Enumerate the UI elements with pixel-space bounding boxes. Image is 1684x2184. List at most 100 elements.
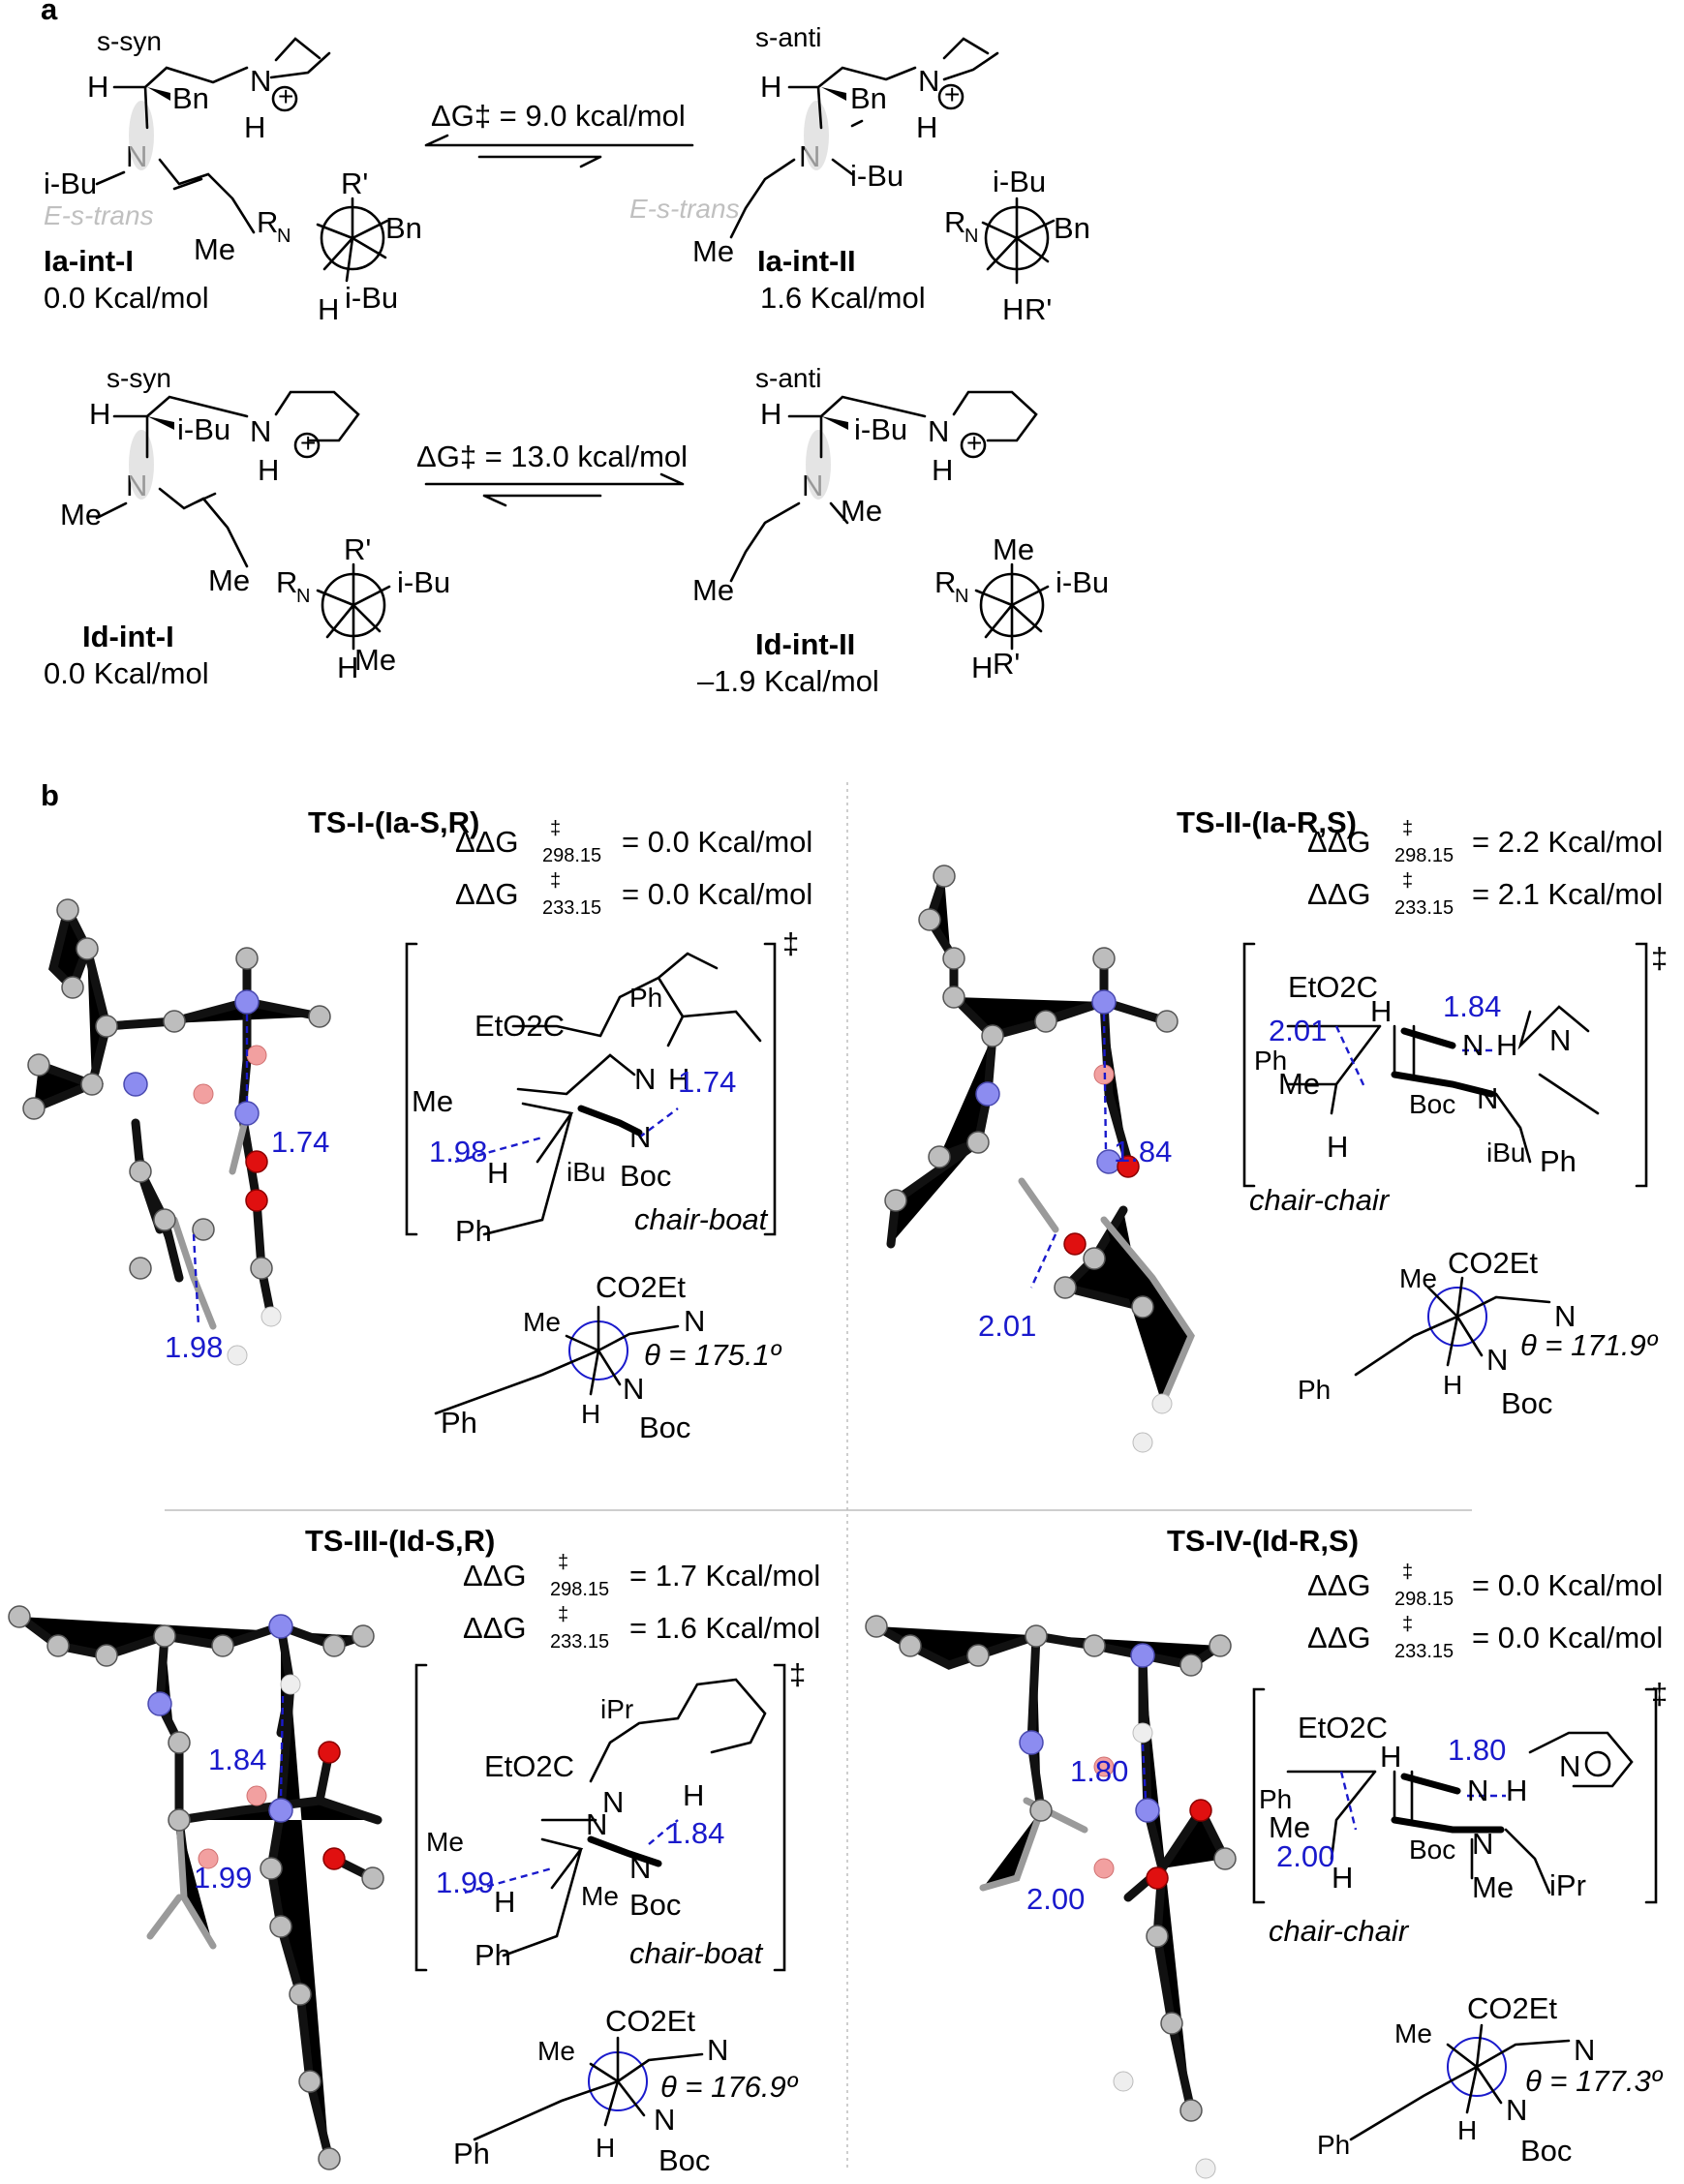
ddg-sup: ‡: [558, 1604, 568, 1625]
compound-name: Id-int-II: [755, 627, 855, 661]
carbon-atom: [76, 937, 99, 960]
carbon-atom: [918, 908, 941, 931]
hydrogen-atom: [1151, 1393, 1173, 1414]
label: Me: [412, 1084, 453, 1118]
oxygen-atom: [1117, 1155, 1140, 1178]
ts-newman: CO2Et Me N H N Boc Ph θ = 177.3º: [1317, 1991, 1664, 2168]
ddg-sub: 233.15: [542, 897, 601, 919]
newman-rn-sub: N: [277, 226, 291, 247]
conf-label: s-anti: [755, 22, 821, 52]
carbon-atom: [865, 1615, 888, 1638]
id-int-ii-structure: s-anti H i-Bu N H + N Me Me Id-int-II –1…: [692, 363, 1038, 698]
ddg-label: ΔΔG: [455, 825, 519, 859]
label: iPr: [600, 1694, 633, 1724]
ts-title: TS-IV-(Id-R,S): [1167, 1524, 1359, 1558]
ddg-233-line: ΔΔG ‡ 233.15 = 0.0 Kcal/mol: [455, 870, 812, 919]
label: Me: [1269, 1810, 1310, 1844]
bold-bond: [1391, 1773, 1505, 1834]
nitrogen-atom: [268, 1798, 293, 1823]
carbon-atom: [168, 1731, 191, 1754]
ddg-label: ΔΔG: [463, 1611, 527, 1645]
label: N: [634, 1062, 656, 1096]
newman-right: N: [1574, 2033, 1595, 2067]
label: iBu: [1486, 1138, 1525, 1168]
distance-label: 1.84: [208, 1743, 266, 1776]
atom-ibu: i-Bu: [854, 412, 907, 446]
carbon-atom: [942, 947, 965, 970]
newman-bottom: H: [1457, 2115, 1477, 2145]
ddg-label: ΔΔG: [463, 1559, 527, 1592]
hydrogen-atom: [1093, 1756, 1115, 1777]
ddg-value: = 0.0 Kcal/mol: [1472, 1621, 1663, 1654]
newman-sub: N: [1506, 2093, 1527, 2127]
label: N: [1467, 1774, 1488, 1807]
newman-bottom: H: [1443, 1370, 1462, 1400]
conformation-label: chair-chair: [1269, 1914, 1410, 1948]
atom-h: H: [89, 397, 110, 431]
newman-bonds: [434, 1305, 680, 1415]
atom-me: Me: [60, 498, 102, 531]
label: Ph: [1259, 1784, 1292, 1814]
ddg-sub: 298.15: [550, 1579, 609, 1600]
atom-ibu: i-Bu: [850, 159, 903, 193]
conf-label: s-anti: [755, 363, 821, 393]
dg-label: ΔG‡ = 9.0 kcal/mol: [431, 99, 686, 133]
carbon-atom: [966, 1644, 990, 1667]
carbon-atom: [1146, 1925, 1169, 1948]
distance-label: 1.98: [165, 1330, 223, 1364]
ts-iv-block: TS-IV-(Id-R,S) ΔΔG ‡ 298.15 = 0.0 Kcal/m…: [865, 1524, 1668, 2179]
carbon-atom: [884, 1189, 907, 1212]
ddg-label: ΔΔG: [1307, 825, 1371, 859]
forming-bond-dash: [464, 1866, 553, 1895]
carbon-atom: [308, 1005, 331, 1028]
forming-bond-dash: [1029, 1233, 1057, 1289]
ddg-sub: 298.15: [542, 845, 601, 866]
ddg-sup: ‡: [550, 870, 561, 892]
carbon-atom: [928, 1145, 951, 1168]
ghost-label: E-s-trans: [629, 194, 740, 224]
hydrogen-atom: [227, 1345, 248, 1366]
hydrogen-atom: [260, 1306, 282, 1327]
nitrogen-atom: [1135, 1798, 1160, 1823]
atom-nh: H: [244, 110, 265, 144]
ddg-sup: ‡: [1402, 1614, 1413, 1635]
skeleton-bonds: [95, 390, 360, 568]
label: N: [1549, 1023, 1571, 1057]
ddg-label: ΔΔG: [1307, 1621, 1371, 1654]
label: Me: [1278, 1067, 1320, 1101]
label: EtO2C: [1298, 1711, 1388, 1744]
plus-charge-icon: [293, 432, 321, 459]
carbon-atom: [27, 1053, 50, 1077]
energy-label: 0.0 Kcal/mol: [44, 656, 209, 690]
atom-ibu: i-Bu: [177, 412, 230, 446]
plus-glyph: +: [966, 428, 982, 458]
panel-b-label: b: [41, 778, 59, 812]
newman-bonds: [316, 197, 389, 283]
newman-alkyne: Ph: [453, 2137, 490, 2170]
label: H: [487, 1156, 508, 1190]
carbon-atom: [95, 1015, 118, 1038]
carbon-atom: [1034, 1010, 1057, 1033]
skeleton-bonds: [729, 390, 1038, 583]
newman-right: N: [684, 1304, 705, 1338]
ts-bracket: [1242, 942, 1648, 1188]
plus-charge-icon: [271, 85, 298, 112]
id-int-i-structure: s-syn H i-Bu N H + N Me Me Id-int-I 0.0 …: [44, 363, 360, 690]
ts-3d-model: 1.80 2.00: [865, 1615, 1237, 2179]
label: H: [1370, 994, 1392, 1028]
carbon-atom: [318, 2147, 341, 2170]
newman-left: Me: [1394, 2018, 1432, 2048]
distance-label: 1.80: [1448, 1733, 1506, 1767]
ts-title: TS-I-(Ia-S,R): [308, 805, 479, 839]
ddg-298-line: ΔΔG ‡ 298.15 = 2.2 Kcal/mol: [1307, 818, 1663, 866]
conf-label: s-syn: [107, 363, 171, 393]
plus-charge-icon: [937, 83, 964, 110]
carbon-atom: [1083, 1247, 1106, 1270]
equilibrium-arrow-2: ΔG‡ = 13.0 kcal/mol: [416, 440, 688, 507]
label: Boc: [1409, 1089, 1455, 1119]
label: N: [1472, 1827, 1493, 1861]
newman-top: CO2Et: [1467, 1991, 1557, 2025]
label: Ph: [455, 1214, 492, 1248]
atom-nh: H: [258, 453, 279, 487]
newman-top: CO2Et: [605, 2004, 695, 2038]
